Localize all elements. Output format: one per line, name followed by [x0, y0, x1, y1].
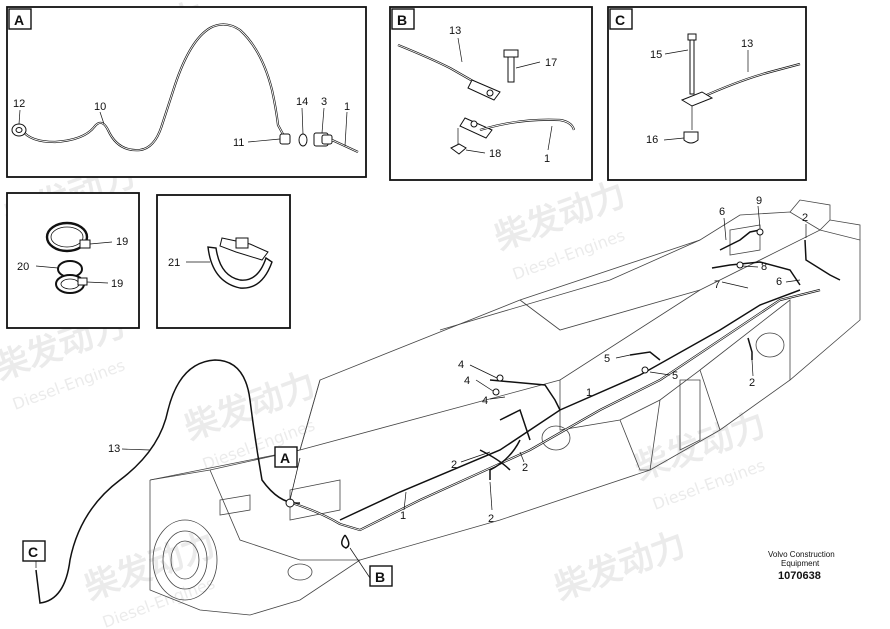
detail-view-c: C 15 13 16 [607, 6, 807, 181]
callout-main-2-mid-left: 2 [451, 459, 457, 471]
callout-a-11: 11 [233, 137, 244, 149]
callout-main-9: 9 [756, 195, 762, 207]
callout-main-4-c: 4 [482, 395, 488, 407]
callout-c-13: 13 [741, 38, 753, 50]
callout-b-1: 1 [544, 153, 550, 165]
callout-main-1-left: 1 [400, 510, 406, 522]
view-marker-a [274, 446, 298, 468]
callout-main-7: 7 [714, 279, 720, 291]
callout-c-16: 16 [646, 134, 658, 146]
callout-main-2-mid-right: 2 [522, 462, 528, 474]
detail-view-a: A 12 10 11 14 3 1 [6, 6, 367, 178]
view-marker-c [22, 540, 46, 562]
rear-frame [149, 199, 861, 616]
view-label-c: C [615, 12, 625, 28]
callout-clamp-20: 20 [17, 261, 29, 273]
callout-main-4-b: 4 [464, 375, 470, 387]
callout-b-17: 17 [545, 57, 557, 69]
view-marker-c-label: C [28, 544, 38, 560]
callout-a-12: 12 [13, 98, 25, 110]
footer: Volvo Construction Equipment 1070638 [768, 550, 835, 582]
callout-main-13: 13 [108, 443, 120, 455]
callout-main-6-right: 6 [776, 276, 782, 288]
callout-strap-21: 21 [168, 257, 180, 269]
drawing-number: 1070638 [778, 570, 821, 582]
watermark-brand: 柴发动力 [549, 524, 690, 608]
view-marker-a-label: A [280, 450, 290, 466]
view-label-b: B [397, 12, 407, 28]
callout-b-18: 18 [489, 148, 501, 160]
callout-b-13: 13 [449, 25, 461, 37]
callout-main-2-top: 2 [802, 212, 808, 224]
main-assembly-view: 6 9 2 8 7 6 4 4 4 5 5 2 13 2 2 2 1 1 A B… [22, 195, 861, 616]
callout-main-4-a: 4 [458, 359, 464, 371]
callout-c-15: 15 [650, 49, 662, 61]
callout-main-8: 8 [761, 261, 767, 273]
company-name-line1: Volvo Construction [768, 550, 835, 559]
view-marker-b [369, 565, 393, 587]
callout-a-10: 10 [94, 101, 106, 113]
callout-a-3: 3 [321, 96, 327, 108]
view-marker-b-label: B [375, 569, 385, 585]
detail-view-b: B 13 17 18 1 [389, 6, 593, 181]
view-label-a: A [14, 12, 24, 28]
callout-a-1: 1 [344, 101, 350, 113]
callout-a-14: 14 [296, 96, 308, 108]
detail-strap: 21 [156, 194, 291, 329]
company-name-line2: Equipment [781, 559, 820, 568]
callout-main-5-right: 5 [672, 370, 678, 382]
callout-main-2-right: 2 [749, 377, 755, 389]
callout-main-6-top: 6 [719, 206, 725, 218]
callout-clamp-19-bottom: 19 [111, 278, 123, 290]
callout-main-1-right: 1 [586, 387, 592, 399]
callout-main-2-bottom: 2 [488, 513, 494, 525]
callout-main-5-left: 5 [604, 353, 610, 365]
callout-clamp-19-top: 19 [116, 236, 128, 248]
detail-clamp-set: 19 20 19 [6, 192, 140, 329]
